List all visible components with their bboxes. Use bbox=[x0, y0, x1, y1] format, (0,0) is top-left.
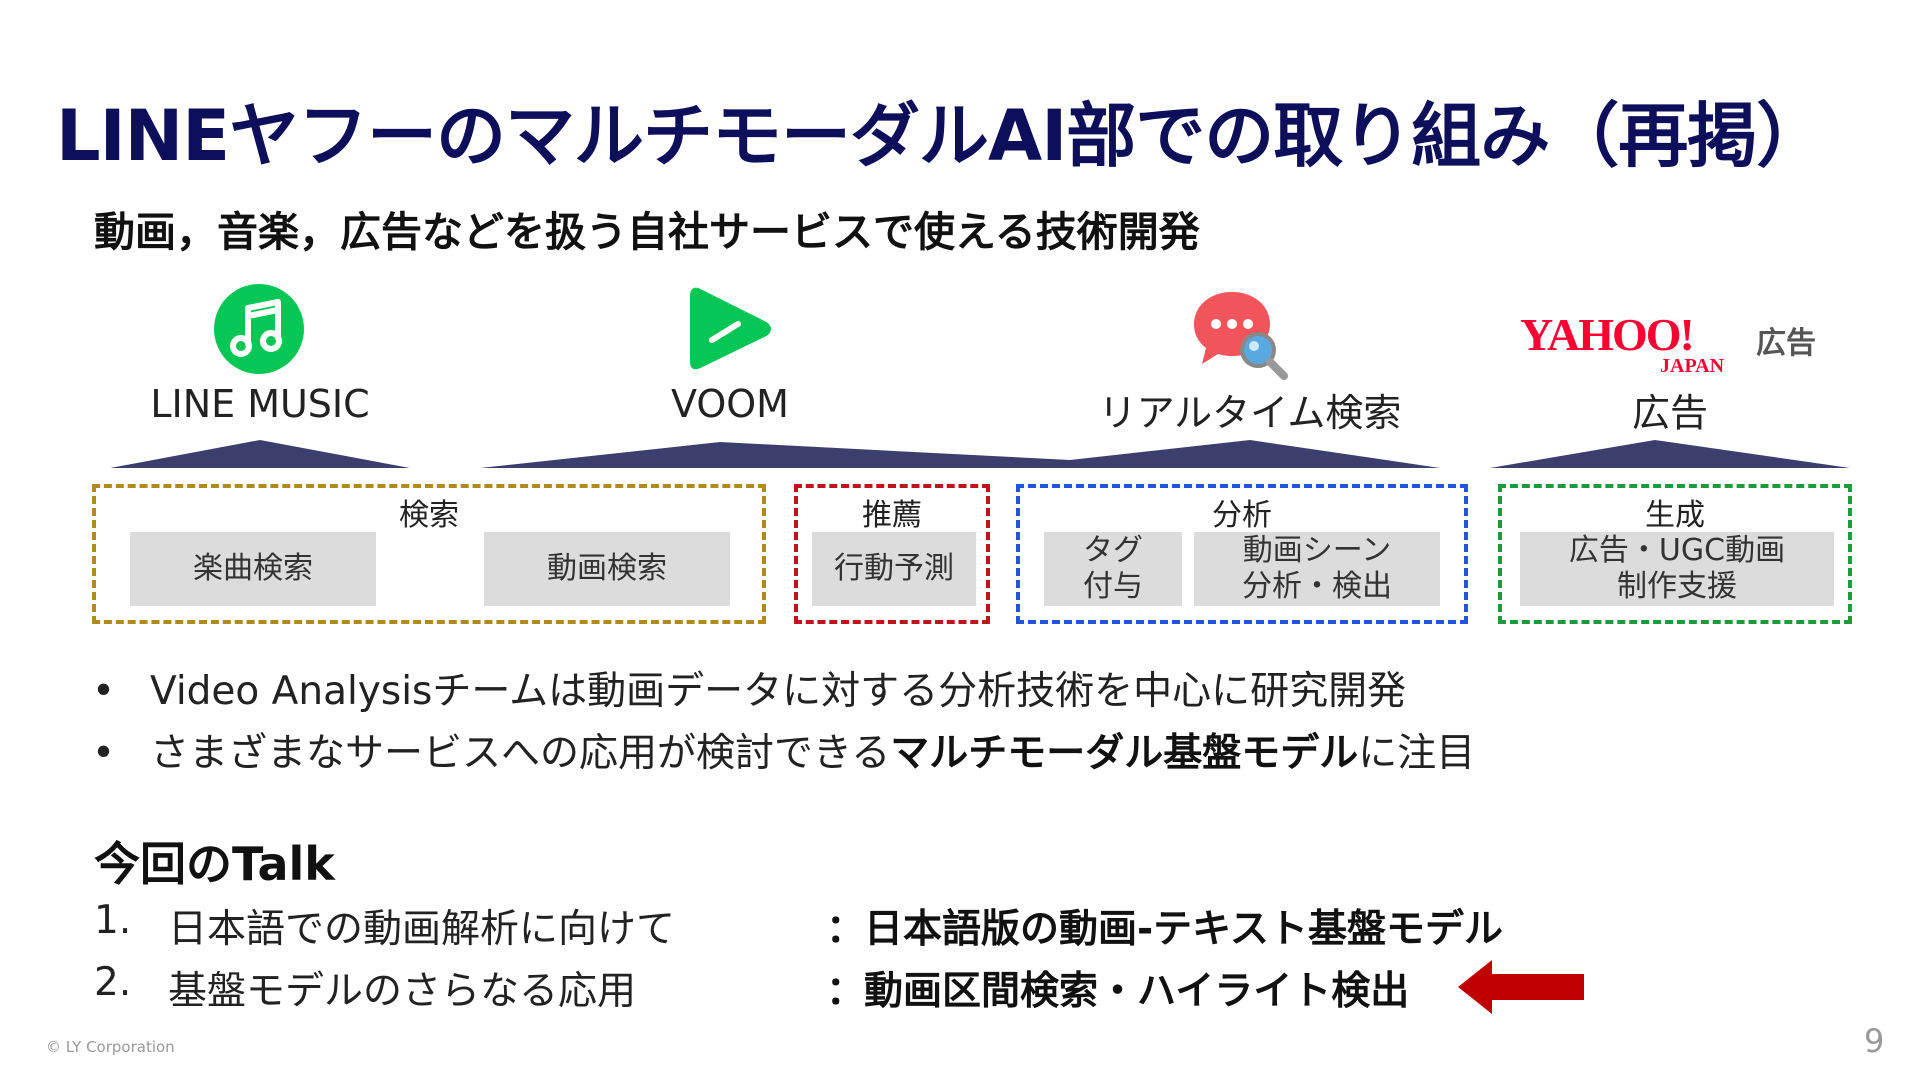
left-arrow-icon bbox=[1458, 960, 1584, 1014]
talk-item-1-number: 1. bbox=[94, 898, 132, 943]
slide-title: LINEヤフーのマルチモーダルAI部での取り組み（再掲） bbox=[56, 95, 1826, 177]
talk-item-1-colon: ： bbox=[826, 907, 866, 952]
svg-text:JAPAN: JAPAN bbox=[1660, 355, 1725, 376]
item-tagging: タグ付与 bbox=[1044, 532, 1182, 606]
talk-item-2-topic: 基盤モデルのさらなる応用 bbox=[168, 969, 637, 1014]
slide-subtitle: 動画，音楽，広告などを扱う自社サービスで使える技術開発 bbox=[94, 208, 1200, 256]
bullet-2: •さまざまなサービスへの応用が検討できるマルチモーダル基盤モデルに注目 bbox=[92, 731, 1476, 776]
bullet-1: •Video Analysisチームは動画データに対する分析技術を中心に研究開発 bbox=[92, 669, 1407, 714]
service-label-realtime-search: リアルタイム検索 bbox=[1098, 391, 1402, 435]
service-label-ads: 広告 bbox=[1631, 391, 1708, 435]
category-box-analysis: 分析 タグ付与 動画シーン分析・検出 bbox=[1016, 484, 1468, 624]
service-label-line-music: LINE MUSIC bbox=[150, 382, 370, 426]
category-title-analysis: 分析 bbox=[1212, 498, 1272, 533]
talk-item-1-detail: 日本語版の動画-テキスト基盤モデル bbox=[864, 907, 1504, 952]
yahoo-ad-suffix: 広告 bbox=[1756, 326, 1816, 361]
item-ad-video-creation: 広告・UGC動画制作支援 bbox=[1520, 532, 1834, 606]
chat-search-icon bbox=[1194, 292, 1288, 380]
category-box-generation: 生成 広告・UGC動画制作支援 bbox=[1498, 484, 1852, 624]
category-box-recommend: 推薦 行動予測 bbox=[794, 484, 990, 624]
music-note-icon bbox=[214, 284, 304, 374]
item-behavior-prediction: 行動予測 bbox=[812, 532, 976, 606]
category-title-generation: 生成 bbox=[1645, 498, 1705, 533]
service-connectors bbox=[110, 440, 1850, 468]
svg-text:YAHOO!: YAHOO! bbox=[1520, 309, 1693, 360]
category-title-recommend: 推薦 bbox=[862, 498, 922, 533]
talk-item-2-colon: ： bbox=[826, 969, 866, 1014]
play-icon bbox=[690, 287, 771, 370]
yahoo-japan-logo: YAHOO! JAPAN bbox=[1520, 309, 1725, 376]
service-label-voom: VOOM bbox=[671, 382, 789, 426]
item-music-search: 楽曲検索 bbox=[130, 532, 376, 606]
item-scene-analysis: 動画シーン分析・検出 bbox=[1194, 532, 1440, 606]
category-box-search: 検索 楽曲検索 動画検索 bbox=[92, 484, 766, 624]
item-video-search: 動画検索 bbox=[484, 532, 730, 606]
page-number: 9 bbox=[1864, 1022, 1885, 1060]
talk-item-1-topic: 日本語での動画解析に向けて bbox=[168, 907, 676, 952]
talk-item-2-detail: 動画区間検索・ハイライト検出 bbox=[864, 969, 1410, 1014]
talk-heading: 今回のTalk bbox=[94, 837, 335, 891]
talk-item-2-number: 2. bbox=[94, 960, 132, 1005]
category-title-search: 検索 bbox=[399, 498, 459, 533]
copyright-text: © LY Corporation bbox=[46, 1038, 175, 1056]
